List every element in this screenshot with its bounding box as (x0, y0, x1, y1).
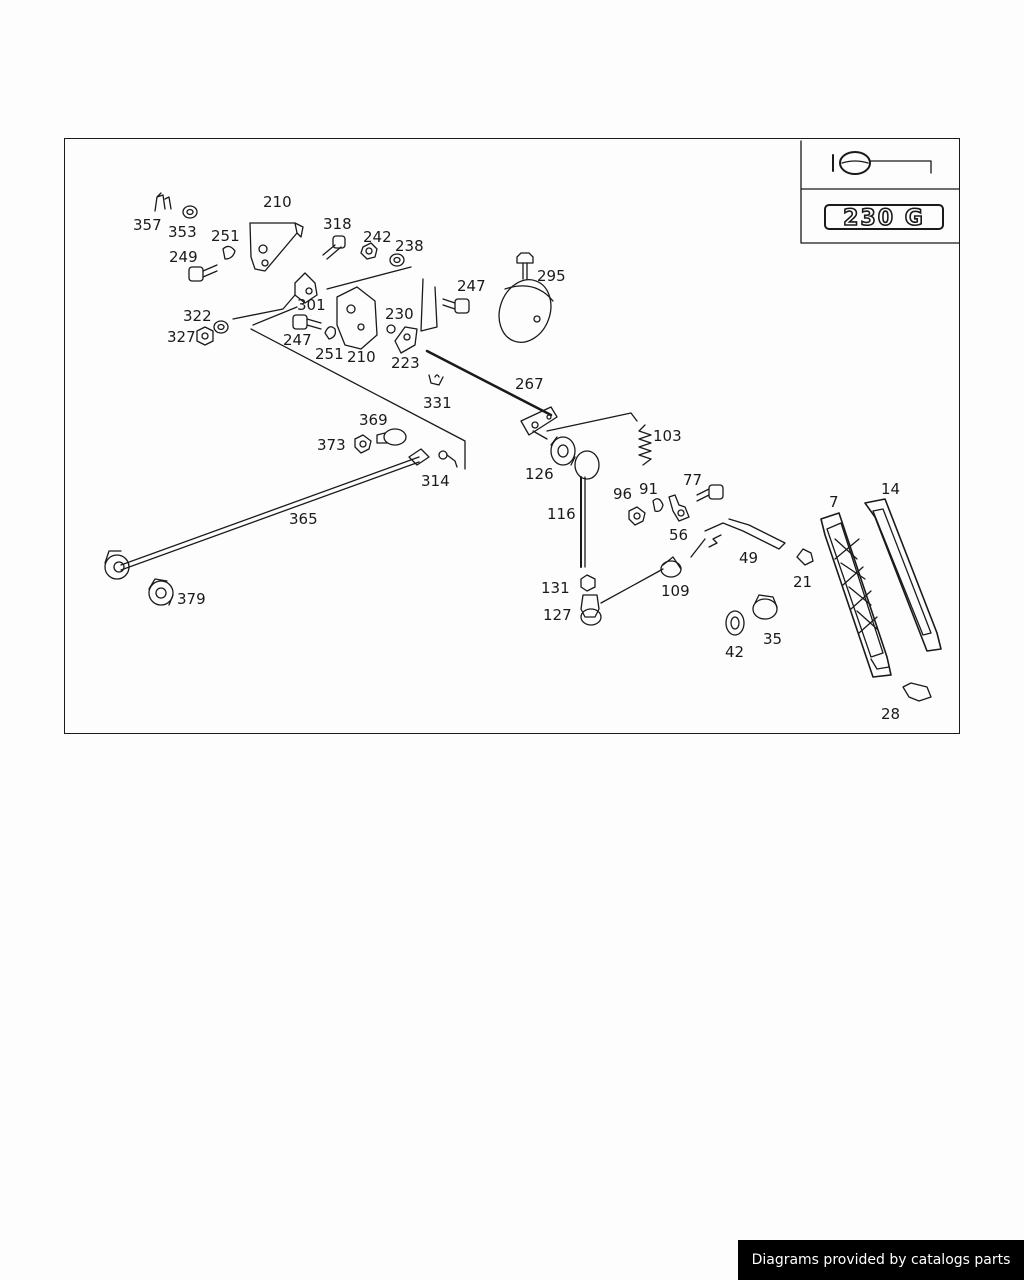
ball-socket-127-icon (580, 594, 602, 626)
callout-label-91: 91 (639, 480, 658, 498)
callout-label-301: 301 (297, 296, 326, 314)
callout-label-247b: 247 (283, 331, 312, 349)
callout-label-42: 42 (725, 643, 744, 661)
callout-label-210a: 210 (263, 193, 292, 211)
callout-label-322: 322 (183, 307, 212, 325)
bolt-247-icon (442, 298, 470, 314)
callout-label-230: 230 (385, 305, 414, 323)
bracket-210-icon (249, 222, 304, 272)
washer-230-icon (386, 324, 396, 334)
exploded-parts-diagram: 230 G 357 353 210 251 249 318 242 238 29… (64, 138, 960, 734)
callout-label-77: 77 (683, 471, 702, 489)
bushing-35-icon (752, 594, 778, 620)
callout-label-35: 35 (763, 630, 782, 648)
washer-238-icon (389, 253, 405, 267)
callout-label-21: 21 (793, 573, 812, 591)
callout-label-267: 267 (515, 375, 544, 393)
rod-116-icon (574, 450, 600, 568)
callout-label-28: 28 (881, 705, 900, 723)
callout-label-369: 369 (359, 411, 388, 429)
clip-21-icon (796, 548, 814, 566)
plate-210b-icon (336, 286, 378, 350)
model-badge (800, 140, 960, 244)
callout-label-295: 295 (537, 267, 566, 285)
callout-label-238: 238 (395, 237, 424, 255)
callout-label-379: 379 (177, 590, 206, 608)
clip-28-icon (902, 682, 932, 702)
bolt-295-icon (516, 252, 534, 280)
bolt-249-icon (188, 264, 218, 282)
callout-label-327: 327 (167, 328, 196, 346)
callout-label-96: 96 (613, 485, 632, 503)
spring-103-icon (638, 424, 652, 466)
callout-label-223: 223 (391, 354, 420, 372)
guide-line-top (326, 266, 438, 332)
callout-labels: 357 353 210 251 249 318 242 238 295 247 … (133, 193, 900, 723)
clamp-223-icon (394, 326, 418, 354)
nut-242-icon (360, 242, 378, 260)
washer-322-icon (213, 320, 229, 334)
callout-label-127: 127 (543, 606, 572, 624)
callout-label-365: 365 (289, 510, 318, 528)
shaft-267-icon (425, 349, 558, 440)
callout-label-357: 357 (133, 216, 162, 234)
rod-365-icon (104, 448, 430, 580)
bushing-126-icon (550, 436, 576, 466)
clip-251-icon (222, 245, 236, 260)
callout-label-251a: 251 (211, 227, 240, 245)
callout-label-103: 103 (653, 427, 682, 445)
cap-295-icon (498, 279, 554, 343)
callout-label-251b: 251 (315, 345, 344, 363)
clip-251b-icon (324, 326, 337, 340)
pin-314-icon (438, 450, 458, 468)
nut-96-icon (628, 506, 646, 526)
callout-label-318: 318 (323, 215, 352, 233)
pedal-14-icon (864, 498, 942, 652)
callout-label-210b: 210 (347, 348, 376, 366)
pedal-pad-7-icon (820, 512, 892, 678)
bracket-301-icon (232, 272, 318, 320)
callout-label-331: 331 (423, 394, 452, 412)
guide-lines (250, 306, 664, 604)
washer-42-icon (725, 610, 745, 636)
bearing-369-icon (376, 428, 407, 446)
lever-49-icon (690, 518, 786, 558)
clip-331-icon (428, 374, 444, 386)
callout-label-314: 314 (421, 472, 450, 490)
callout-label-242: 242 (363, 228, 392, 246)
diagram-drawing: 230 G 357 353 210 251 249 318 242 238 29… (104, 140, 960, 723)
callout-label-126: 126 (525, 465, 554, 483)
footer-credit: Diagrams provided by catalogs parts (738, 1240, 1024, 1280)
callout-label-56: 56 (669, 526, 688, 544)
nut-373-icon (354, 434, 372, 454)
nut-131-icon (580, 574, 596, 592)
bushing-379-icon (148, 578, 174, 606)
ball-109-icon (660, 556, 682, 578)
callout-label-247a: 247 (457, 277, 486, 295)
callout-label-7: 7 (829, 493, 839, 511)
callout-label-116: 116 (547, 505, 576, 523)
bolt-77-icon (696, 484, 724, 502)
nut-327-icon (196, 326, 214, 346)
bolt-247b-icon (292, 314, 322, 330)
model-badge-label: 230 G (843, 206, 925, 231)
clip-357-icon (154, 192, 172, 212)
callout-label-131: 131 (541, 579, 570, 597)
callout-label-249: 249 (169, 248, 198, 266)
washer-353-icon (182, 205, 198, 219)
bolt-318-icon (322, 235, 346, 260)
callout-label-49: 49 (739, 549, 758, 567)
clip-91-icon (652, 498, 664, 513)
callout-label-109: 109 (661, 582, 690, 600)
callout-label-353: 353 (168, 223, 197, 241)
bracket-56-icon (668, 494, 690, 522)
callout-label-14: 14 (881, 480, 900, 498)
callout-label-373: 373 (317, 436, 346, 454)
